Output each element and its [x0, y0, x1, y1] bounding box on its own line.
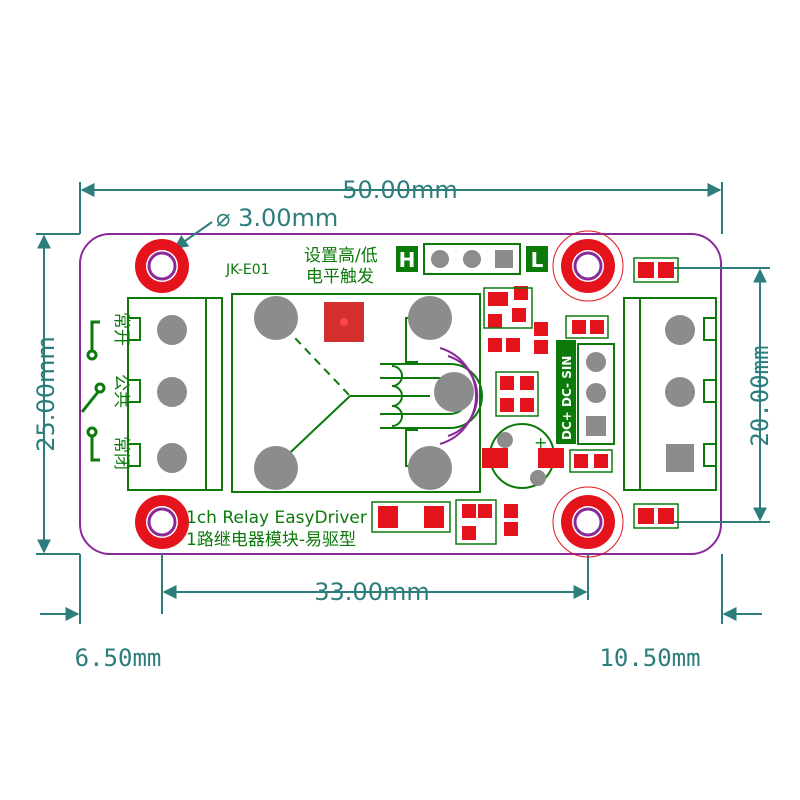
capacitor-pin-1	[497, 432, 513, 448]
mounting-hole-bottom-right	[552, 486, 624, 558]
jumper-pin-2	[463, 250, 481, 268]
mounting-hole-top-right	[552, 230, 624, 302]
signal-pin-3	[586, 416, 606, 436]
relay-center-dot	[340, 318, 348, 326]
trigger-label-line1: 设置高/低	[304, 246, 378, 266]
dim-right-offset: 10.50mm	[599, 644, 700, 672]
signal-pin-2	[586, 383, 606, 403]
terminal-pin-nc	[157, 443, 187, 473]
model-label: JK-E01	[225, 262, 270, 278]
jumper-high-label: H	[399, 248, 416, 272]
power-label-bg	[556, 340, 576, 444]
label-common: 公共	[111, 374, 131, 408]
power-label: DC+ DC- SIN	[560, 356, 574, 440]
relay-pin-2	[408, 296, 452, 340]
power-terminal-pin-3	[666, 444, 694, 472]
power-terminal-pin-1	[665, 315, 695, 345]
terminal-pin-no	[157, 315, 187, 345]
dim-board-width: 50.00mm	[342, 176, 457, 204]
coil-loop-purple-outer	[439, 347, 477, 445]
dimension-lines	[36, 182, 770, 624]
relay-pin-1	[254, 296, 298, 340]
left-terminal-block	[127, 297, 223, 491]
signal-pin-1	[586, 352, 606, 372]
relay-pin-4	[408, 446, 452, 490]
contact-switch-symbol	[80, 320, 106, 462]
dim-hole-pitch: 33.00mm	[314, 578, 429, 606]
label-normally-open: 常开	[111, 312, 131, 346]
jumper-low-label: L	[531, 248, 544, 272]
dim-right-height: 20.00mm	[746, 345, 774, 446]
right-terminal-block	[623, 297, 717, 491]
board-outline	[79, 233, 722, 555]
terminal-pin-com	[157, 377, 187, 407]
dim-left-offset: 6.50mm	[75, 644, 162, 672]
jumper-high-badge	[396, 246, 418, 272]
coil-loop-purple	[447, 355, 479, 437]
jumper-low-badge	[526, 246, 548, 272]
trigger-label-line2: 电平触发	[306, 267, 374, 287]
signal-header	[577, 343, 615, 445]
jumper-pin-1	[431, 250, 449, 268]
mounting-hole-top-left	[135, 239, 189, 293]
capacitor-pin-2	[530, 470, 546, 486]
jumper-header	[423, 243, 521, 275]
relay-pin-3	[254, 446, 298, 490]
dim-board-height: 25.00mm	[32, 336, 60, 451]
power-terminal-pin-2	[665, 377, 695, 407]
dim-hole-diameter: ⌀ 3.00mm	[216, 204, 338, 232]
smd-pad-outlines	[371, 257, 679, 545]
jumper-pin-3	[495, 250, 513, 268]
relay-pin-coil	[434, 372, 474, 412]
mounting-hole-bottom-left	[135, 495, 189, 549]
title-english: 1ch Relay EasyDriver	[186, 508, 367, 528]
label-normally-closed: 常闭	[111, 436, 131, 470]
smd-pads	[378, 262, 674, 540]
title-chinese: 1路继电器模块-易驱型	[186, 530, 356, 550]
relay-body	[231, 293, 483, 493]
capacitor-plus-icon: +	[534, 433, 547, 452]
